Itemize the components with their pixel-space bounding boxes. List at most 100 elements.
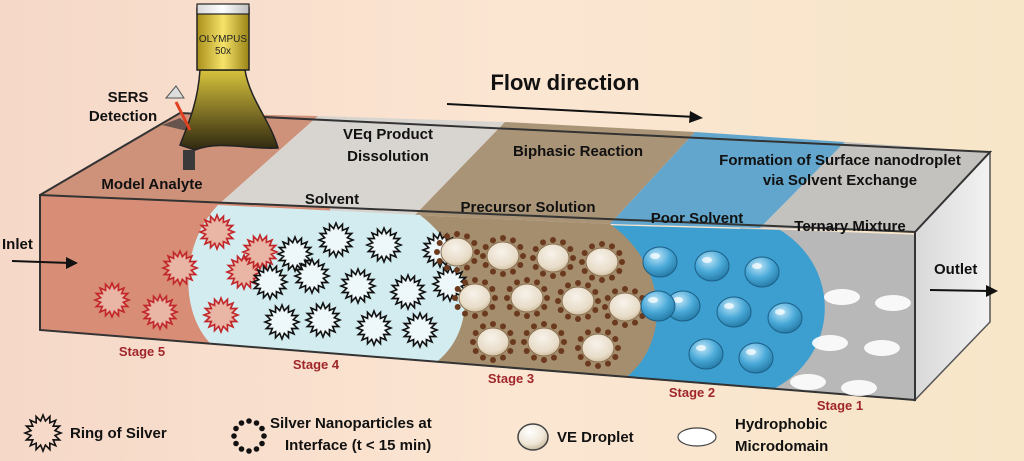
silver-nanoparticle: [567, 264, 574, 270]
silver-nanoparticle: [599, 277, 605, 283]
silver-nanoparticle: [577, 354, 584, 360]
silver-ring: [354, 308, 394, 348]
silver-nanoparticle: [524, 277, 530, 283]
inlet-label: Inlet: [2, 236, 33, 253]
droplet-highlight: [752, 263, 762, 269]
silver-nanoparticle: [622, 286, 628, 292]
silver-nanoparticle: [436, 240, 443, 246]
outlet-label: Outlet: [934, 261, 977, 278]
silver-nanoparticle: [605, 329, 611, 336]
silver-nanoparticle: [472, 330, 479, 336]
silver-nanoparticle: [550, 237, 556, 243]
silver-ring: [250, 262, 290, 302]
silver-nanoparticle: [444, 233, 450, 240]
silver-nanoparticle: [489, 286, 496, 292]
silver-nanoparticle: [560, 239, 566, 246]
silver-nanoparticle: [472, 277, 478, 283]
ve-droplet: [561, 286, 595, 316]
stage-4-label: Stage 4: [293, 357, 340, 372]
silver-nanoparticle: [551, 323, 557, 330]
surface-nanodroplet: [738, 342, 774, 374]
silver-ring: [316, 220, 356, 260]
legend-ring-icon: [22, 412, 64, 454]
legend-nanoparticle-dot: [261, 433, 267, 439]
flow-arrow-line: [446, 103, 696, 118]
silver-ring: [240, 232, 280, 272]
silver-ring: [338, 266, 378, 306]
silver-nanoparticle: [557, 289, 564, 295]
silver-nanoparticle: [454, 304, 461, 310]
legend-nanoparticle-dot: [233, 440, 239, 447]
silver-nanoparticle: [500, 323, 506, 330]
silver-nanoparticle: [470, 339, 476, 345]
ve-droplet: [608, 292, 642, 322]
outlet-arrow-line: [929, 289, 991, 292]
silver-nanoparticle: [544, 295, 550, 301]
silver-nanoparticle: [490, 237, 496, 244]
silver-nanoparticle: [595, 363, 601, 369]
legend: Ring of Silver Silver Nanoparticles at I…: [22, 412, 828, 455]
channel-top-outline: [39, 111, 993, 233]
silver-nanoparticle: [585, 360, 591, 367]
silver-nanoparticle: [602, 304, 608, 310]
zone-top-ternary: [760, 142, 990, 232]
flow-direction-label: Flow direction: [490, 70, 639, 95]
silver-nanoparticle: [565, 313, 571, 320]
silver-nanoparticle: [520, 253, 526, 259]
hydrophobic-microdomains: [790, 289, 911, 396]
detection-label: Detection: [89, 108, 157, 125]
zone-top-poor: [610, 132, 845, 228]
silver-nanoparticle: [492, 295, 498, 301]
silver-nanoparticle: [500, 271, 506, 277]
silver-nanoparticle: [480, 323, 486, 330]
silver-nanoparticle: [616, 250, 623, 256]
silver-nanoparticle: [632, 319, 638, 326]
silver-nanoparticle: [531, 354, 537, 361]
objective-brand: OLYMPUS: [199, 34, 247, 45]
silver-nanoparticle: [612, 288, 618, 295]
silver-nanoparticle: [581, 268, 588, 274]
silver-nanoparticle: [482, 244, 489, 250]
silver-nanoparticle: [531, 323, 537, 330]
silver-nanoparticle: [482, 310, 488, 317]
ve-droplet: [440, 237, 474, 267]
droplet-highlight: [746, 349, 756, 355]
silver-nanoparticle: [434, 249, 440, 255]
silver-nanoparticle: [585, 313, 591, 320]
surface-nanodroplet: [694, 250, 730, 282]
surface-nanodroplet: [640, 290, 676, 322]
label-formation-2: via Solvent Exchange: [763, 172, 917, 189]
silver-nanoparticle: [504, 295, 510, 301]
silver-nanoparticle: [595, 327, 601, 333]
droplet-highlight: [724, 303, 734, 309]
silver-nanoparticle: [514, 279, 520, 286]
silver-ring: [400, 310, 440, 350]
inlet-arrow-line: [11, 260, 71, 264]
legend-nanoparticle-dot: [238, 446, 245, 452]
surface-nanodroplet: [688, 338, 724, 370]
droplet-highlight: [648, 297, 658, 303]
legend-nanoparticle-dot: [259, 425, 265, 432]
microscope-objective: OLYMPUS 50x: [162, 3, 279, 170]
label-ternary: Ternary Mixture: [794, 218, 905, 235]
ve-droplet: [536, 243, 570, 273]
hydrophobic-microdomain: [812, 335, 848, 351]
legend-nanoparticle-dot: [259, 440, 265, 447]
silver-nanoparticle: [462, 279, 468, 286]
objective-cone: [179, 69, 279, 151]
ve-droplet: [458, 283, 492, 313]
droplet-highlight: [650, 253, 660, 259]
silver-nanoparticle: [464, 264, 470, 271]
silver-nanoparticle: [464, 233, 470, 240]
silver-nanoparticle: [541, 321, 547, 327]
silver-ring: [140, 292, 180, 332]
silver-ring: [201, 295, 241, 335]
silver-nanoparticle: [452, 295, 458, 301]
silver-ring: [262, 302, 302, 342]
legend-nanoparticle-dot: [231, 433, 237, 439]
silver-nanoparticle: [585, 329, 591, 336]
silver-nanoparticle: [517, 244, 524, 250]
silver-nanoparticle: [575, 316, 581, 322]
label-biphasic: Biphasic Reaction: [513, 143, 643, 160]
silver-nanoparticle: [612, 336, 619, 342]
